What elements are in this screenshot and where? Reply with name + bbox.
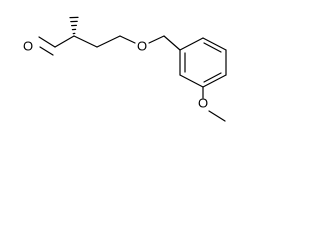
methoxy-oxygen-label: O xyxy=(198,95,208,110)
ether-oxygen-label: O xyxy=(137,38,147,53)
bond-c2-to-c3 xyxy=(73,35,98,48)
bond-cho-to-c2 xyxy=(54,35,75,48)
bond-methoxy-oxygen-to-methyl xyxy=(208,110,226,122)
bond-c3-to-c4 xyxy=(96,35,121,48)
bond-benzyl-to-ring xyxy=(163,35,181,51)
bond-ether-oxygen-to-benzyl xyxy=(148,35,165,44)
bond-c4-to-ether-oxygen xyxy=(119,35,136,44)
aldehyde-double-bond xyxy=(38,36,56,56)
chemical-structure: O O O xyxy=(23,16,227,122)
aldehyde-oxygen-label: O xyxy=(23,38,33,53)
methyl-hashed-wedge-bond xyxy=(69,16,79,35)
benzene-ring xyxy=(179,37,227,88)
